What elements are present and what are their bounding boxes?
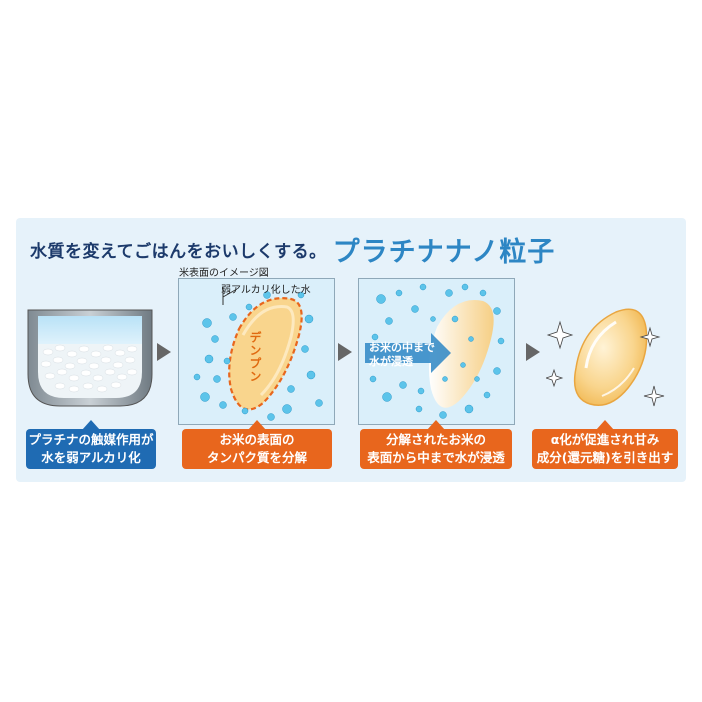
heading-brand: プラチナナノ粒子: [332, 237, 556, 268]
step2-caption-line2: タンパク質を分解: [206, 450, 307, 465]
step-arrow-2: [338, 343, 352, 361]
step4-caption: α化が促進され甘み 成分(還元糖)を引き出す: [532, 420, 678, 469]
shiny-rice-grain-illustration: [544, 298, 670, 418]
step1-caption-line2: 水を弱アルカリ化: [41, 450, 141, 465]
rice-surface-image-label: 米表面のイメージ図: [179, 268, 269, 279]
caption-pointer: [427, 420, 445, 430]
heading: 水質を変えてごはんをおいしくする。プラチナナノ粒子: [30, 230, 555, 268]
step4-caption-line1: α化が促進され甘み: [550, 432, 660, 447]
step2-caption-line1: お米の表面の: [219, 432, 295, 447]
caption-pointer: [248, 420, 266, 430]
rice-surface-box: 弱アルカリ化した水 デンプン: [178, 278, 335, 425]
water-penetration-label-line2: 水が浸透: [369, 355, 413, 368]
step-arrow-3: [526, 343, 540, 361]
starch-label: デンプン: [248, 331, 262, 383]
step2-caption: お米の表面の タンパク質を分解: [182, 420, 332, 469]
alkaline-water-label: 弱アルカリ化した水: [221, 285, 311, 296]
step3-caption-line1: 分解されたお米の: [385, 432, 486, 447]
step-arrow-1: [157, 343, 171, 361]
caption-pointer: [82, 420, 100, 430]
water-penetration-arrow-label: お米の中まで 水が浸透: [369, 341, 435, 369]
caption-pointer: [596, 420, 614, 430]
rice-cooker-pot-illustration: [24, 302, 156, 412]
water-penetration-box: お米の中まで 水が浸透: [358, 278, 515, 425]
heading-lead: 水質を変えてごはんをおいしくする。: [30, 242, 327, 262]
step1-caption-line1: プラチナの触媒作用が: [28, 432, 154, 447]
water-penetration-label-line1: お米の中まで: [369, 341, 435, 354]
step3-caption-line2: 表面から中まで水が浸透: [367, 450, 505, 465]
step3-caption: 分解されたお米の 表面から中まで水が浸透: [360, 420, 512, 469]
step1-caption: プラチナの触媒作用が 水を弱アルカリ化: [26, 420, 156, 469]
step4-caption-line2: 成分(還元糖)を引き出す: [536, 450, 674, 465]
infographic-panel: 水質を変えてごはんをおいしくする。プラチナナノ粒子: [16, 218, 686, 482]
